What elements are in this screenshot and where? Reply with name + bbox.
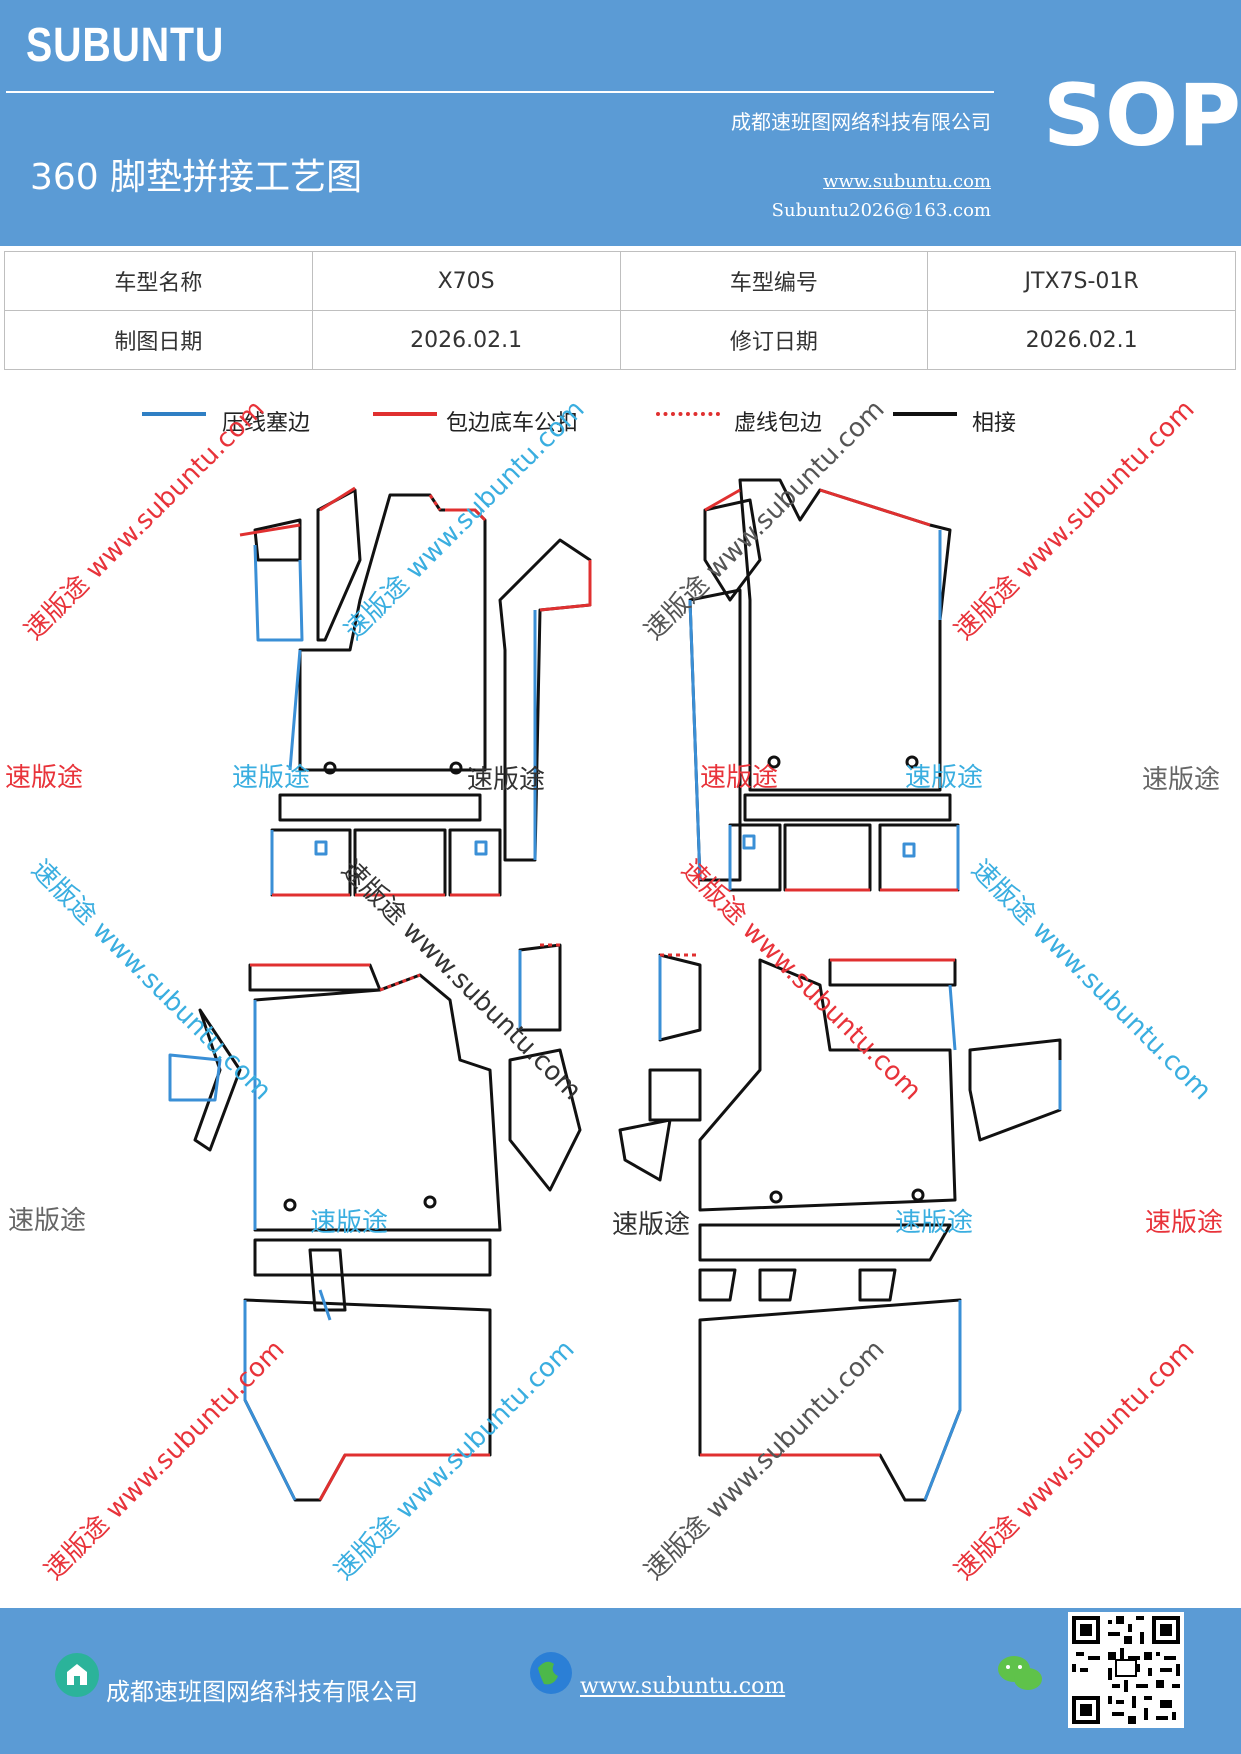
legend-dashed-swatch (656, 412, 720, 416)
globe-icon (530, 1652, 572, 1694)
watermark-brand: 速版途 (467, 765, 546, 795)
draw-date-label: 制图日期 (4, 310, 313, 370)
rev-date-value: 2026.02.1 (927, 310, 1236, 370)
model-code-label: 车型编号 (619, 251, 929, 311)
rear-left-mat-group (168, 943, 582, 1502)
watermark-brand: 速版途 (310, 1208, 389, 1238)
legend-black-label: 相接 (972, 411, 1017, 436)
company-icon (55, 1653, 99, 1697)
watermark-brand: 速版途 (8, 1206, 87, 1236)
table-row: 车型名称 X70S 车型编号 JTX7S-01R (4, 251, 1236, 311)
wechat-icon[interactable] (996, 1652, 1044, 1694)
watermark-brand: 速版途 (895, 1208, 974, 1238)
rev-date-label: 修订日期 (619, 310, 929, 370)
header-website-link[interactable]: www.subuntu.com (823, 171, 991, 192)
watermark-brand: 速版途 (612, 1210, 691, 1240)
watermark-brand: 速版途 (1142, 765, 1221, 795)
watermark-brand: 速版途 (5, 763, 84, 793)
watermark-brand: 速版途 (1145, 1208, 1224, 1238)
sop-label: SOP (1043, 66, 1241, 166)
page-title: 360 脚垫拼接工艺图 (30, 157, 363, 198)
legend-red-label: 包边底车公扣 (446, 411, 579, 436)
rear-right-mat-group (618, 953, 1062, 1502)
header-email: Subuntu2026@163.com (771, 200, 991, 221)
front-left-mat-group (239, 486, 592, 897)
footer-website-link[interactable]: www.subuntu.com (580, 1674, 786, 1699)
draw-date-value: 2026.02.1 (311, 310, 621, 370)
legend-black-swatch (893, 412, 957, 416)
table-row: 制图日期 2026.02.1 修订日期 2026.02.1 (4, 310, 1236, 370)
footer-company: 成都速班图网络科技有限公司 (106, 1678, 418, 1706)
header-divider (6, 91, 994, 93)
legend-dashed-label: 虚线包边 (734, 411, 823, 436)
watermark-brand: 速版途 (700, 763, 779, 793)
watermark-brand: 速版途 (905, 763, 984, 793)
legend-blue-swatch (142, 412, 206, 416)
model-code-value: JTX7S-01R (927, 251, 1236, 311)
header-banner (0, 0, 1241, 246)
brand-logo: SUBUNTU (26, 19, 225, 72)
qr-code (1068, 1612, 1184, 1728)
model-name-label: 车型名称 (4, 251, 313, 311)
header-company: 成都速班图网络科技有限公司 (731, 110, 991, 134)
info-table: 车型名称 X70S 车型编号 JTX7S-01R 制图日期 2026.02.1 … (4, 251, 1236, 370)
model-name-value: X70S (311, 251, 621, 311)
front-right-mat-group (688, 478, 960, 892)
watermark-brand: 速版途 (232, 763, 311, 793)
legend-blue-label: 压线塞边 (222, 411, 311, 436)
legend-red-swatch (373, 412, 437, 416)
mat-layout-drawing (168, 478, 1062, 1502)
